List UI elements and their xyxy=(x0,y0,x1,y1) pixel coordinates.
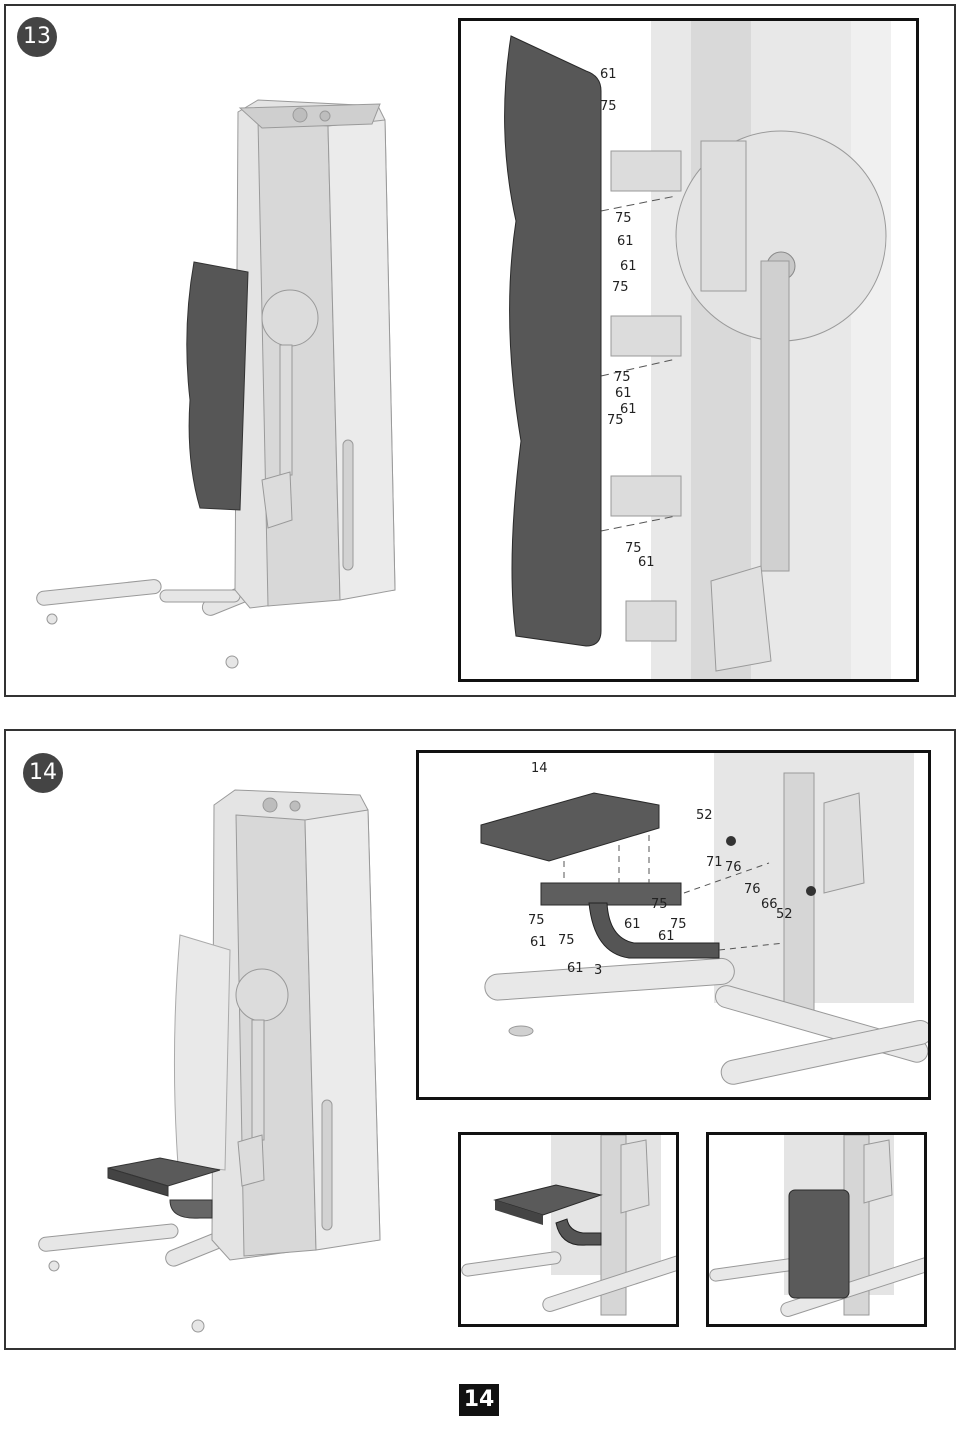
part-label: 61 xyxy=(620,259,637,274)
part-label: 75 xyxy=(528,913,545,928)
part-label: 75 xyxy=(614,370,631,385)
seat-position-a-illustration xyxy=(461,1135,676,1316)
part-label: 75 xyxy=(607,413,624,428)
part-label: 61 xyxy=(615,386,632,401)
part-label: 66 xyxy=(761,897,778,912)
part-label: 75 xyxy=(651,897,668,912)
part-label: 61 xyxy=(658,929,675,944)
seat-position-a-inset xyxy=(458,1132,679,1327)
part-label: 61 xyxy=(530,935,547,950)
part-label: 75 xyxy=(615,211,632,226)
part-label: 52 xyxy=(776,907,793,922)
part-label: 76 xyxy=(744,882,761,897)
seat-position-b-illustration xyxy=(709,1135,924,1317)
part-label: 61 xyxy=(638,555,655,570)
part-label: 61 xyxy=(620,402,637,417)
step-13-detail-illustration xyxy=(504,21,891,679)
page-number: 14 xyxy=(459,1384,499,1416)
part-label: 14 xyxy=(531,761,548,776)
part-label: 61 xyxy=(600,67,617,82)
step-13-badge: 13 xyxy=(17,17,57,57)
part-label: 52 xyxy=(696,808,713,823)
back-pad-detail xyxy=(504,35,602,647)
part-label: 75 xyxy=(612,280,629,295)
part-label: 75 xyxy=(558,933,575,948)
step-14-badge: 14 xyxy=(23,753,63,793)
part-label: 75 xyxy=(670,917,687,932)
part-label: 75 xyxy=(625,541,642,556)
part-label: 76 xyxy=(725,860,742,875)
part-label: 71 xyxy=(706,855,723,870)
part-label: 75 xyxy=(600,99,617,114)
part-label: 3 xyxy=(594,963,603,978)
step-13-detail-inset xyxy=(458,18,919,682)
part-label: 61 xyxy=(617,234,634,249)
part-label: 61 xyxy=(624,917,641,932)
step-14-detail-illustration xyxy=(480,753,928,1085)
step-14-detail-inset xyxy=(416,750,931,1100)
seat-position-b-inset xyxy=(706,1132,927,1327)
part-label: 61 xyxy=(567,961,584,976)
